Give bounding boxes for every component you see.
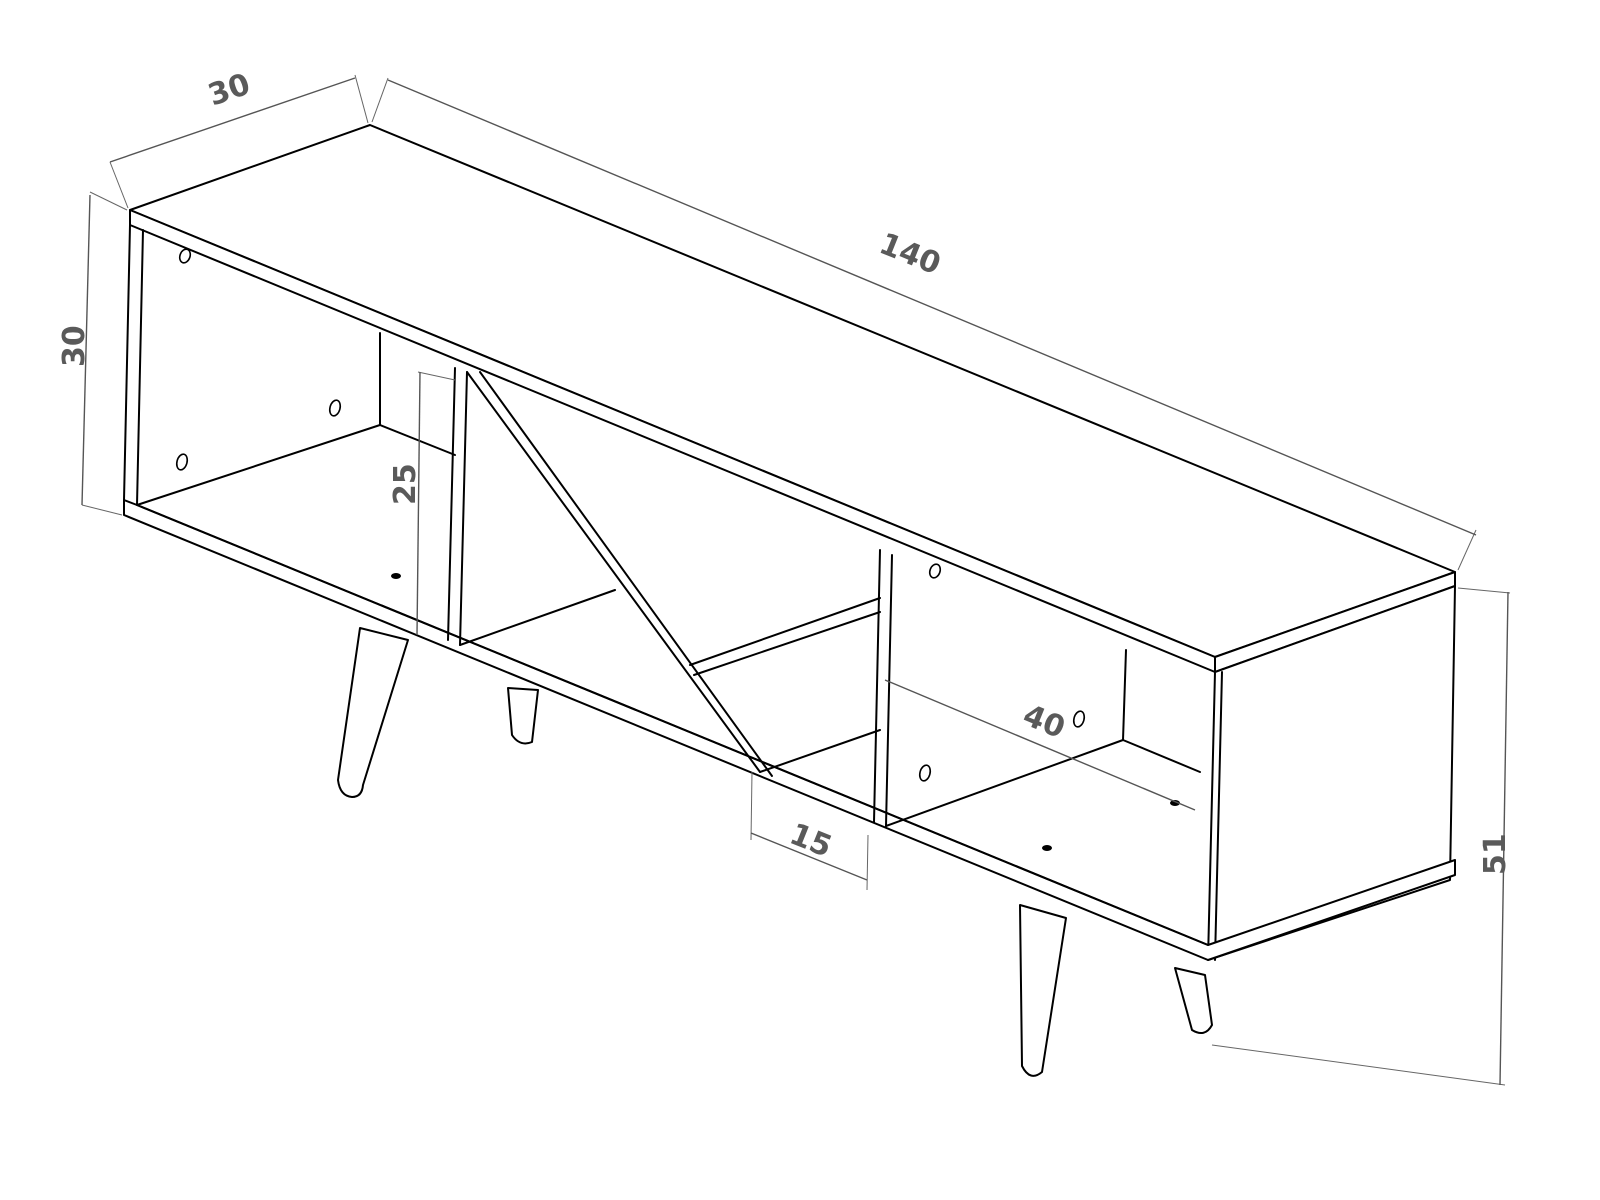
right-compartment bbox=[873, 549, 1201, 827]
left-side-panel bbox=[123, 224, 144, 506]
middle-compartment bbox=[459, 371, 881, 777]
legs bbox=[337, 627, 1213, 1077]
dimension-lines bbox=[81, 74, 1511, 1086]
label-depth-30: 30 bbox=[204, 67, 255, 114]
label-height-30: 30 bbox=[57, 325, 92, 367]
top-panel bbox=[129, 124, 1456, 673]
label-length-140: 140 bbox=[874, 226, 945, 282]
leg-back-left bbox=[507, 687, 539, 745]
leg-front-left bbox=[337, 627, 409, 798]
bottom-panel bbox=[123, 499, 1456, 961]
left-compartment bbox=[136, 332, 468, 646]
label-inner-25: 25 bbox=[388, 463, 423, 505]
right-side-panel bbox=[1207, 585, 1456, 961]
label-total-51: 51 bbox=[1478, 833, 1513, 875]
leg-front-right bbox=[1019, 904, 1067, 1077]
label-slot-15: 15 bbox=[785, 817, 837, 865]
leg-back-right bbox=[1174, 967, 1213, 1035]
fixing-holes bbox=[175, 248, 1180, 851]
